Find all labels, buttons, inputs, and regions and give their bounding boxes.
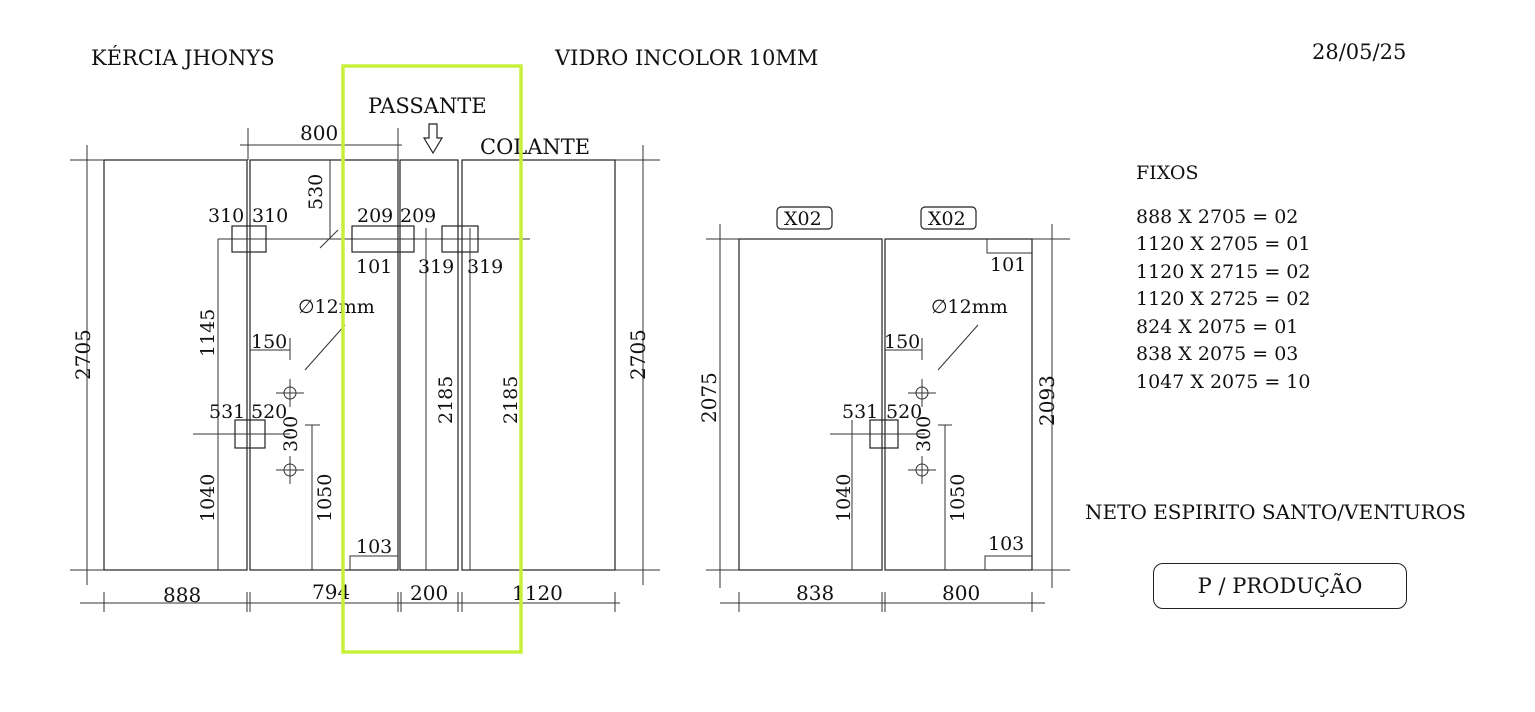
down-arrow-icon <box>422 123 444 155</box>
bottom-width-838: 838 <box>796 581 834 605</box>
dim-319a: 319 <box>418 256 454 278</box>
dim-2705-left: 2705 <box>71 329 95 380</box>
fixos-item: 888 X 2705 = 02 <box>1136 205 1299 228</box>
panel-door-800 <box>884 238 1033 571</box>
client-location: NETO ESPIRITO SANTO/VENTUROS <box>1085 500 1466 524</box>
fixos-item: 1120 X 2715 = 02 <box>1136 260 1311 283</box>
production-button-label: P / PRODUÇÃO <box>1197 574 1363 598</box>
dim-101-right: 101 <box>990 254 1026 276</box>
dim-530: 530 <box>305 174 327 210</box>
dim-209b: 209 <box>400 205 436 227</box>
bottom-width-800: 800 <box>942 581 980 605</box>
hole-diameter-right: ∅12mm <box>931 296 1008 318</box>
dim-1040: 1040 <box>197 474 219 522</box>
dim-300: 300 <box>280 416 302 452</box>
dim-1145: 1145 <box>197 309 219 357</box>
fixos-list: FIXOS 888 X 2705 = 02 1120 X 2705 = 01 1… <box>1136 160 1311 396</box>
dim-2093: 2093 <box>1035 375 1059 426</box>
highlight-box <box>341 64 523 654</box>
dim-800: 800 <box>300 121 338 145</box>
bottom-width-888: 888 <box>163 583 201 607</box>
dim-2185b: 2185 <box>500 376 522 424</box>
label-passante: PASSANTE <box>368 94 487 118</box>
label-colante: COLANTE <box>480 135 590 159</box>
fixos-item: 1120 X 2725 = 02 <box>1136 288 1311 310</box>
dim-520-right: 520 <box>886 401 922 423</box>
dim-150-right: 150 <box>884 331 920 353</box>
fixos-item: 838 X 2075 = 03 <box>1136 343 1299 365</box>
left-drawing: PASSANTE COLANTE 800 2705 2705 530 310 3… <box>70 94 660 612</box>
panel-fixed-838 <box>738 238 883 571</box>
dim-531: 531 <box>209 401 245 423</box>
dim-319b: 319 <box>467 256 503 278</box>
production-button[interactable]: P / PRODUÇÃO <box>1153 563 1407 609</box>
hole-diameter-left: ∅12mm <box>298 296 375 318</box>
fixos-item: 824 X 2075 = 01 <box>1136 315 1299 338</box>
dim-310a: 310 <box>208 205 244 227</box>
dim-2075: 2075 <box>697 372 721 423</box>
panel-door-794 <box>249 159 399 571</box>
tag-x02-left: X02 <box>784 208 822 230</box>
date: 28/05/25 <box>1312 40 1407 64</box>
panel-fixed-1120 <box>461 159 616 571</box>
dim-101: 101 <box>356 256 392 278</box>
dim-520: 520 <box>251 401 287 423</box>
dim-310b: 310 <box>252 205 288 227</box>
dim-2185a: 2185 <box>435 376 457 424</box>
panel-200 <box>399 159 459 571</box>
client-name: KÉRCIA JHONYS <box>91 46 275 70</box>
dim-150: 150 <box>251 331 287 353</box>
bottom-width-200: 200 <box>410 581 448 605</box>
tag-x02-right: X02 <box>928 208 966 230</box>
dim-209a: 209 <box>357 205 393 227</box>
right-drawing: X02 X02 2075 2093 101 ∅12mm 150 531 520 <box>697 206 1070 612</box>
panel-fixed-888 <box>103 159 248 571</box>
dim-103-right: 103 <box>988 533 1024 555</box>
dim-103: 103 <box>356 536 392 558</box>
glass-type: VIDRO INCOLOR 10MM <box>555 46 819 70</box>
fixos-item: 1120 X 2705 = 01 <box>1136 233 1311 255</box>
dim-300-right: 300 <box>913 416 935 452</box>
dim-2705-right: 2705 <box>626 329 650 380</box>
dim-1040-right: 1040 <box>833 474 855 522</box>
dim-531-right: 531 <box>842 401 878 423</box>
fixos-title: FIXOS <box>1136 162 1199 184</box>
dim-1050: 1050 <box>314 474 336 522</box>
fixos-item: 1047 X 2075 = 10 <box>1136 370 1311 393</box>
dim-1050-right: 1050 <box>947 474 969 522</box>
